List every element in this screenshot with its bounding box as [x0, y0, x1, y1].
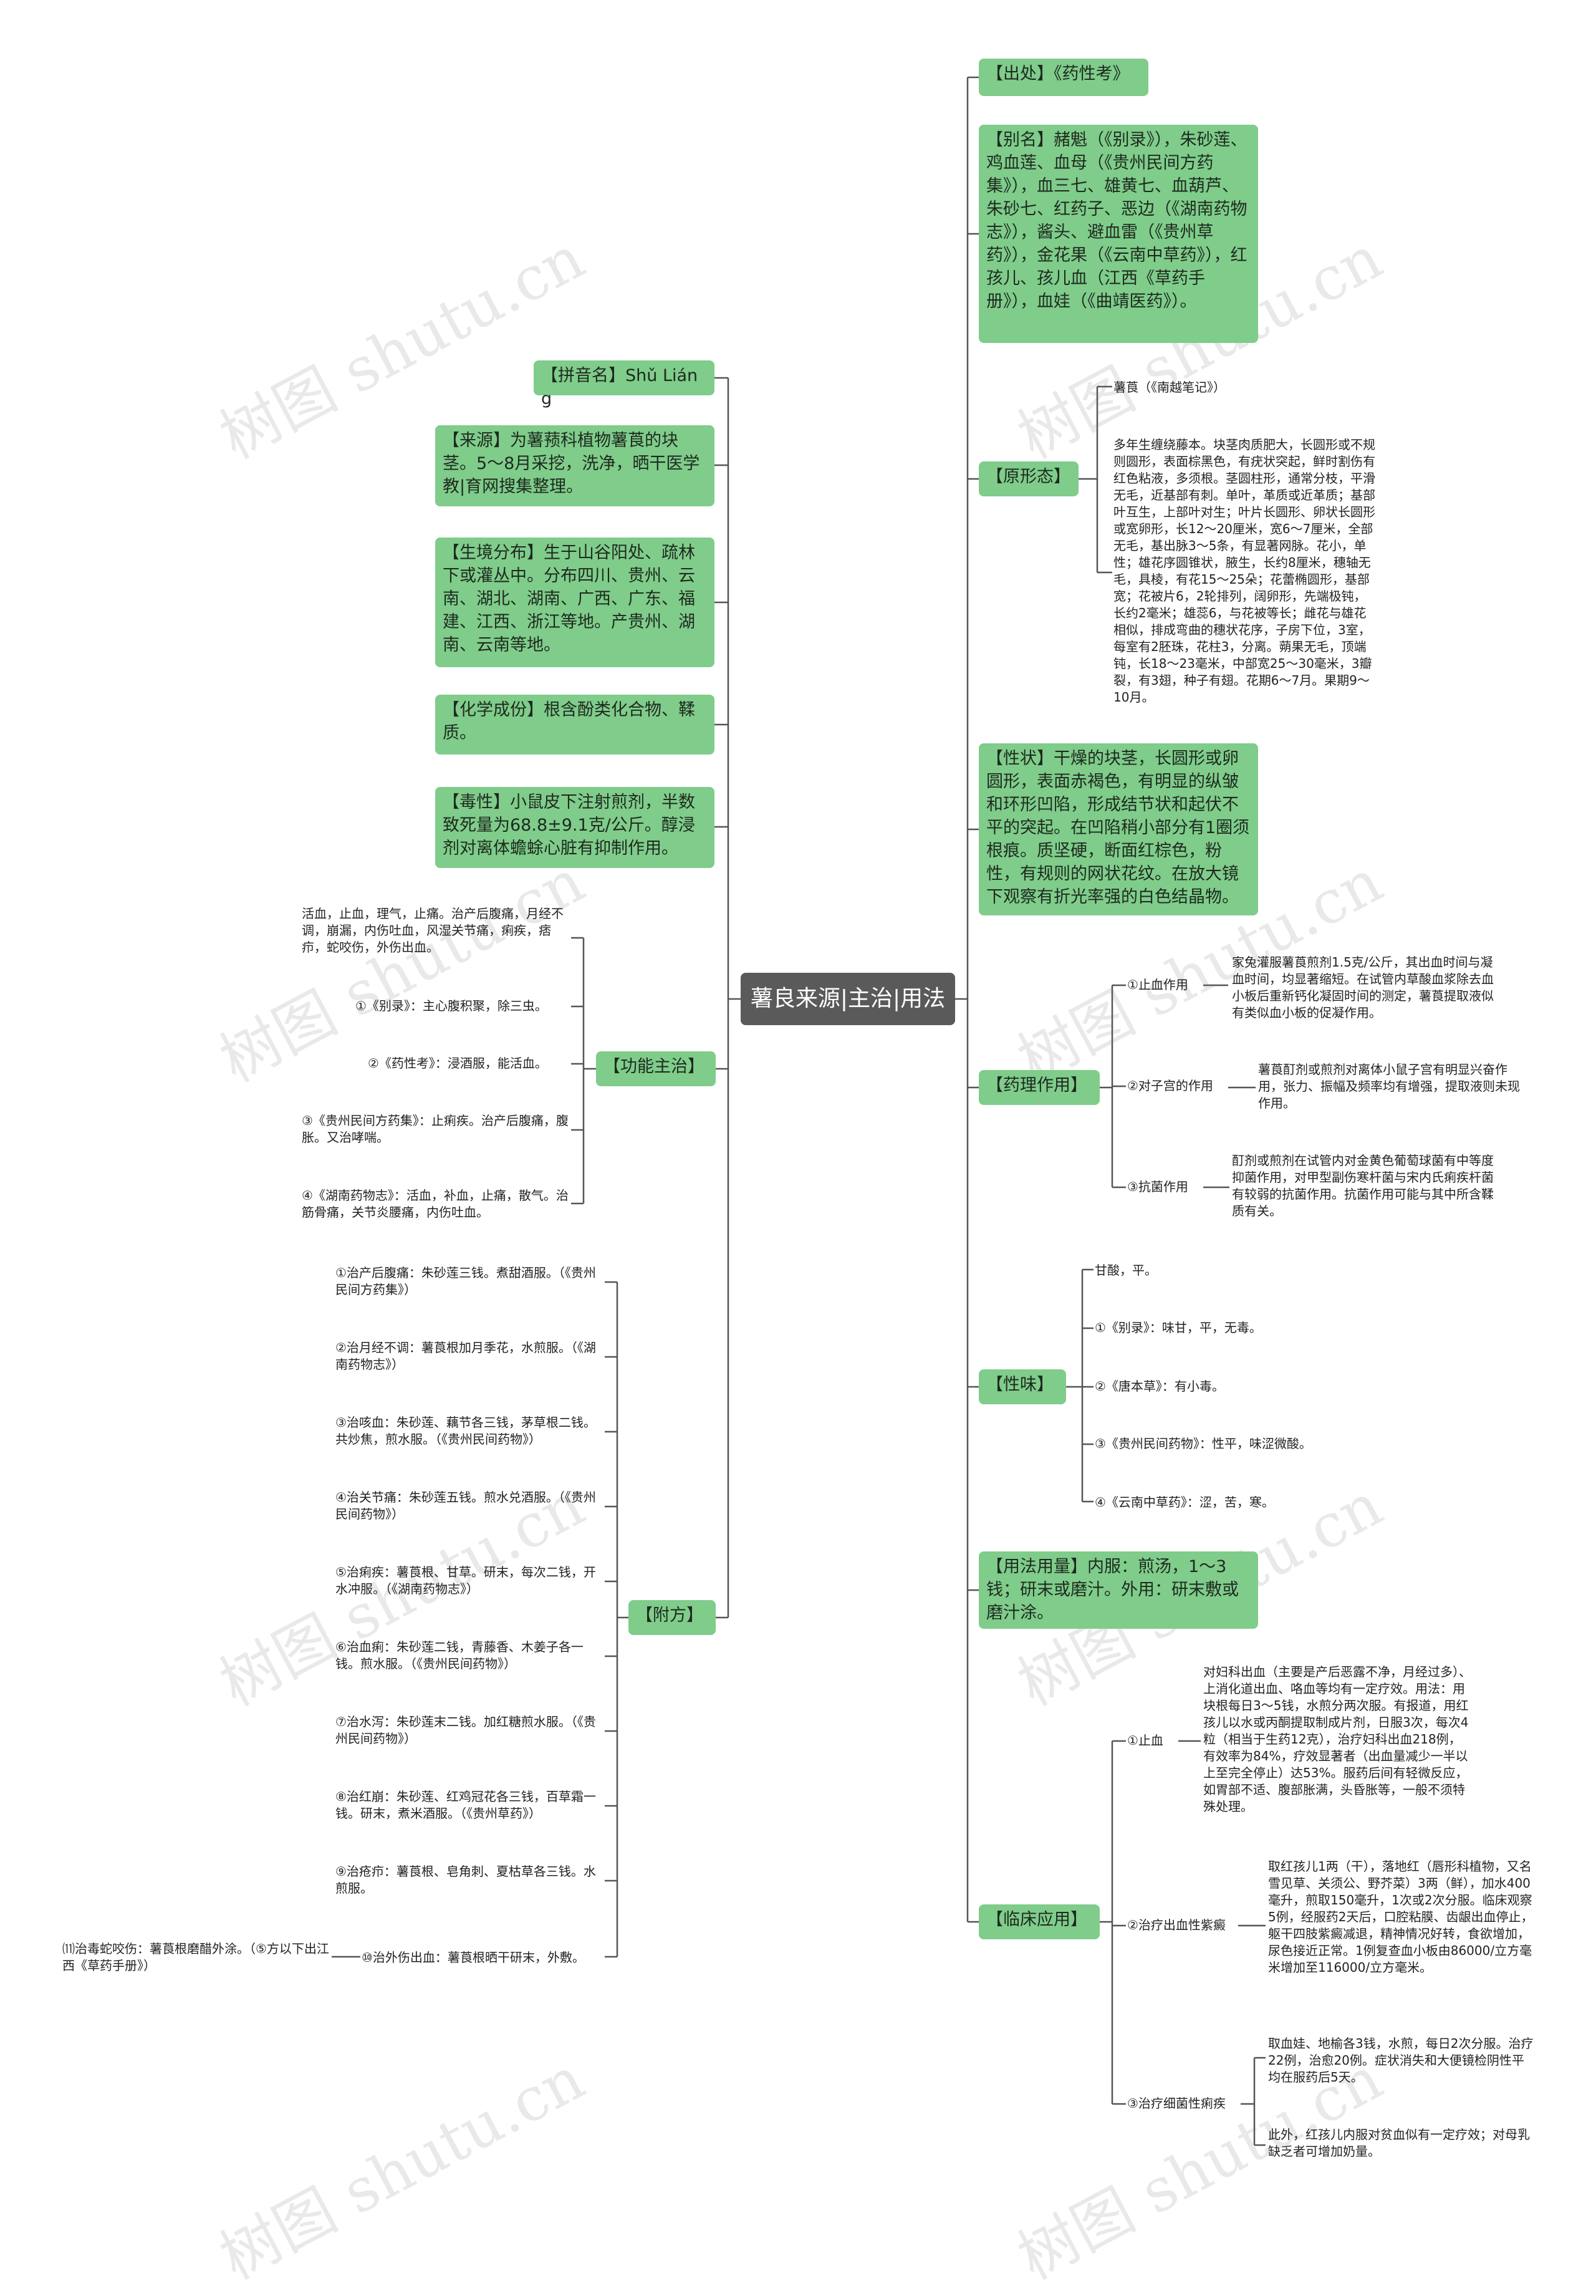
- node-duxing[interactable]: 【毒性】小鼠皮下注射煎剂，半数致死量为68.8±9.1克/公斤。醇浸剂对离体蟾蜍…: [435, 787, 714, 868]
- leaf-gongneng-3: ②《药性考》：浸酒服，能活血。: [368, 1056, 547, 1071]
- leaf-linchuang-text-2: 取红孩儿1两（干），落地红（唇形科植物，又名雪见草、关须公、野芥菜）3两（鲜），…: [1268, 1859, 1534, 1975]
- leaf-fufang-5: ⑤治痢疾：薯莨根、甘草。研末，每次二钱，开水冲服。（《湖南药物志》）: [335, 1565, 596, 1596]
- node-yaoli[interactable]: 【药理作用】: [979, 1070, 1100, 1105]
- node-xingzhuang[interactable]: 【性状】干燥的块茎，长圆形或卵圆形，表面赤褐色，有明显的纵皱和环形凹陷，形成结节…: [979, 743, 1258, 915]
- leaf-gongneng-4: ③《贵州民间方药集》：止痢疾。治产后腹痛，腹胀。又治哮喘。: [302, 1113, 569, 1145]
- leaf-fufang-8: ⑧治红崩：朱砂莲、红鸡冠花各三钱，百草霜一钱。研末，煮米酒服。（《贵州草药》）: [335, 1789, 596, 1821]
- leaf-yaoli-text-1: 家兔灌服薯莨煎剂1.5克/公斤，其出血时间与凝血时间，均显著缩短。在试管内草酸血…: [1232, 955, 1494, 1020]
- node-shengjing[interactable]: 【生境分布】生于山谷阳处、疏林下或灌丛中。分布四川、贵州、云南、湖北、湖南、广西…: [435, 538, 714, 667]
- leaf-gongneng-2: ①《别录》：主心腹积聚，除三虫。: [355, 998, 547, 1013]
- leaf-linchuang-text-1: 对妇科出血（主要是产后恶露不净，月经过多）、上消化道出血、咯血等均有一定疗效。用…: [1203, 1664, 1471, 1814]
- leaf-linchuang-text-3b: 此外，红孩儿内服对贫血似有一定疗效；对母乳缺乏者可增加奶量。: [1268, 2127, 1530, 2159]
- leaf-yuanxingtai-1: 薯莨（《南越笔记》）: [1113, 380, 1226, 395]
- leaf-fufang-2: ②治月经不调：薯莨根加月季花，水煎服。（《湖南药物志》）: [335, 1340, 596, 1372]
- node-yongfa[interactable]: 【用法用量】内服：煎汤，1～3钱；研末或磨汁。外用：研末敷或磨汁涂。: [979, 1551, 1258, 1629]
- leaf-fufang-9: ⑨治疮疖：薯莨根、皂角刺、夏枯草各三钱。水煎服。: [335, 1864, 596, 1896]
- leaf-fufang-1: ①治产后腹痛：朱砂莲三钱。煮甜酒服。（《贵州民间方药集》）: [335, 1265, 596, 1297]
- leaf-yaoli-text-3: 酊剂或煎剂在试管内对金黄色葡萄球菌有中等度抑菌作用，对甲型副伤寒杆菌与宋内氏痢疾…: [1232, 1153, 1494, 1218]
- node-yuanxingtai[interactable]: 【原形态】: [979, 461, 1079, 496]
- node-xingwei[interactable]: 【性味】: [979, 1369, 1066, 1404]
- leaf-linchuang-title-3: ③治疗细菌性痢疾: [1127, 2096, 1226, 2111]
- node-linchuang[interactable]: 【临床应用】: [979, 1904, 1100, 1939]
- leaf-fufang-sub: ⑾治毒蛇咬伤：薯莨根磨醋外涂。（⑤方以下出江西《草药手册》）: [62, 1941, 329, 1973]
- node-laiyuan[interactable]: 【来源】为薯蓣科植物薯莨的块茎。5～8月采挖，洗净，晒干医学教|育网搜集整理。: [435, 425, 714, 506]
- leaf-fufang-10: ⑩治外伤出血：薯莨根晒干研末，外敷。: [362, 1950, 585, 1965]
- leaf-xingwei-5: ④《云南中草药》：涩，苦，寒。: [1095, 1495, 1274, 1510]
- leaf-xingwei-2: ①《别录》：味甘，平，无毒。: [1095, 1320, 1262, 1335]
- node-gongneng[interactable]: 【功能主治】: [596, 1051, 716, 1086]
- leaf-fufang-6: ⑥治血痢：朱砂莲二钱，青藤香、木姜子各一钱。煎水服。（《贵州民间药物》）: [335, 1639, 584, 1671]
- connector-lines: [332, 76, 1266, 2146]
- leaf-linchuang-title-2: ②治疗出血性紫癜: [1127, 1917, 1226, 1932]
- leaf-xingwei-3: ②《唐本草》：有小毒。: [1095, 1379, 1224, 1394]
- leaf-yaoli-text-2: 薯莨酊剂或煎剂对离体小鼠子宫有明显兴奋作用，张力、振幅及频率均有增强，提取液则未…: [1258, 1062, 1520, 1111]
- leaf-gongneng-5: ④《湖南药物志》：活血，补血，止痛，散气。治筋骨痛，关节炎腰痛，内伤吐血。: [302, 1188, 569, 1220]
- node-chuchu[interactable]: 【出处】《药性考》: [979, 59, 1148, 96]
- leaf-yaoli-title-3: ③抗菌作用: [1127, 1179, 1188, 1194]
- leaf-yuanxingtai-2: 多年生缠绕藤本。块茎肉质肥大，长圆形或不规则圆形，表面棕黑色，有疣状突起，鲜时割…: [1113, 437, 1375, 705]
- center-topic[interactable]: 薯良来源|主治|用法: [741, 973, 955, 1025]
- node-pinyin[interactable]: 【拼音名】Shǔ Liáng: [534, 360, 714, 408]
- leaf-linchuang-title-1: ①止血: [1127, 1733, 1163, 1748]
- leaf-yaoli-title-1: ①止血作用: [1127, 977, 1188, 992]
- node-huaxue[interactable]: 【化学成份】根含酚类化合物、鞣质。: [435, 695, 714, 755]
- leaf-xingwei-4: ③《贵州民间药物》：性平，味涩微酸。: [1095, 1436, 1312, 1451]
- leaf-yaoli-title-2: ②对子宫的作用: [1127, 1078, 1213, 1093]
- leaf-fufang-7: ⑦治水泻：朱砂莲末二钱。加红糖煎水服。（《贵州民间药物》）: [335, 1714, 596, 1746]
- leaf-xingwei-1: 甘酸，平。: [1095, 1263, 1157, 1278]
- node-fufang[interactable]: 【附方】: [628, 1600, 716, 1635]
- leaf-fufang-3: ③治咳血：朱砂莲、藕节各三钱，茅草根二钱。共炒焦，煎水服。（《贵州民间药物》）: [335, 1415, 596, 1447]
- leaf-gongneng-1: 活血，止血，理气，止痛。治产后腹痛，月经不调，崩漏，内伤吐血，风湿关节痛，痢疾，…: [302, 906, 564, 955]
- leaf-fufang-4: ④治关节痛：朱砂莲五钱。煎水兑酒服。（《贵州民间药物》）: [335, 1490, 596, 1522]
- leaf-linchuang-text-3a: 取血娃、地榆各3钱，水煎，每日2次分服。治疗22例，治愈20例。症状消失和大便镜…: [1268, 2036, 1534, 2085]
- node-bieming[interactable]: 【别名】赭魁（《别录》），朱砂莲、鸡血莲、血母（《贵州民间方药集》），血三七、雄…: [979, 125, 1258, 343]
